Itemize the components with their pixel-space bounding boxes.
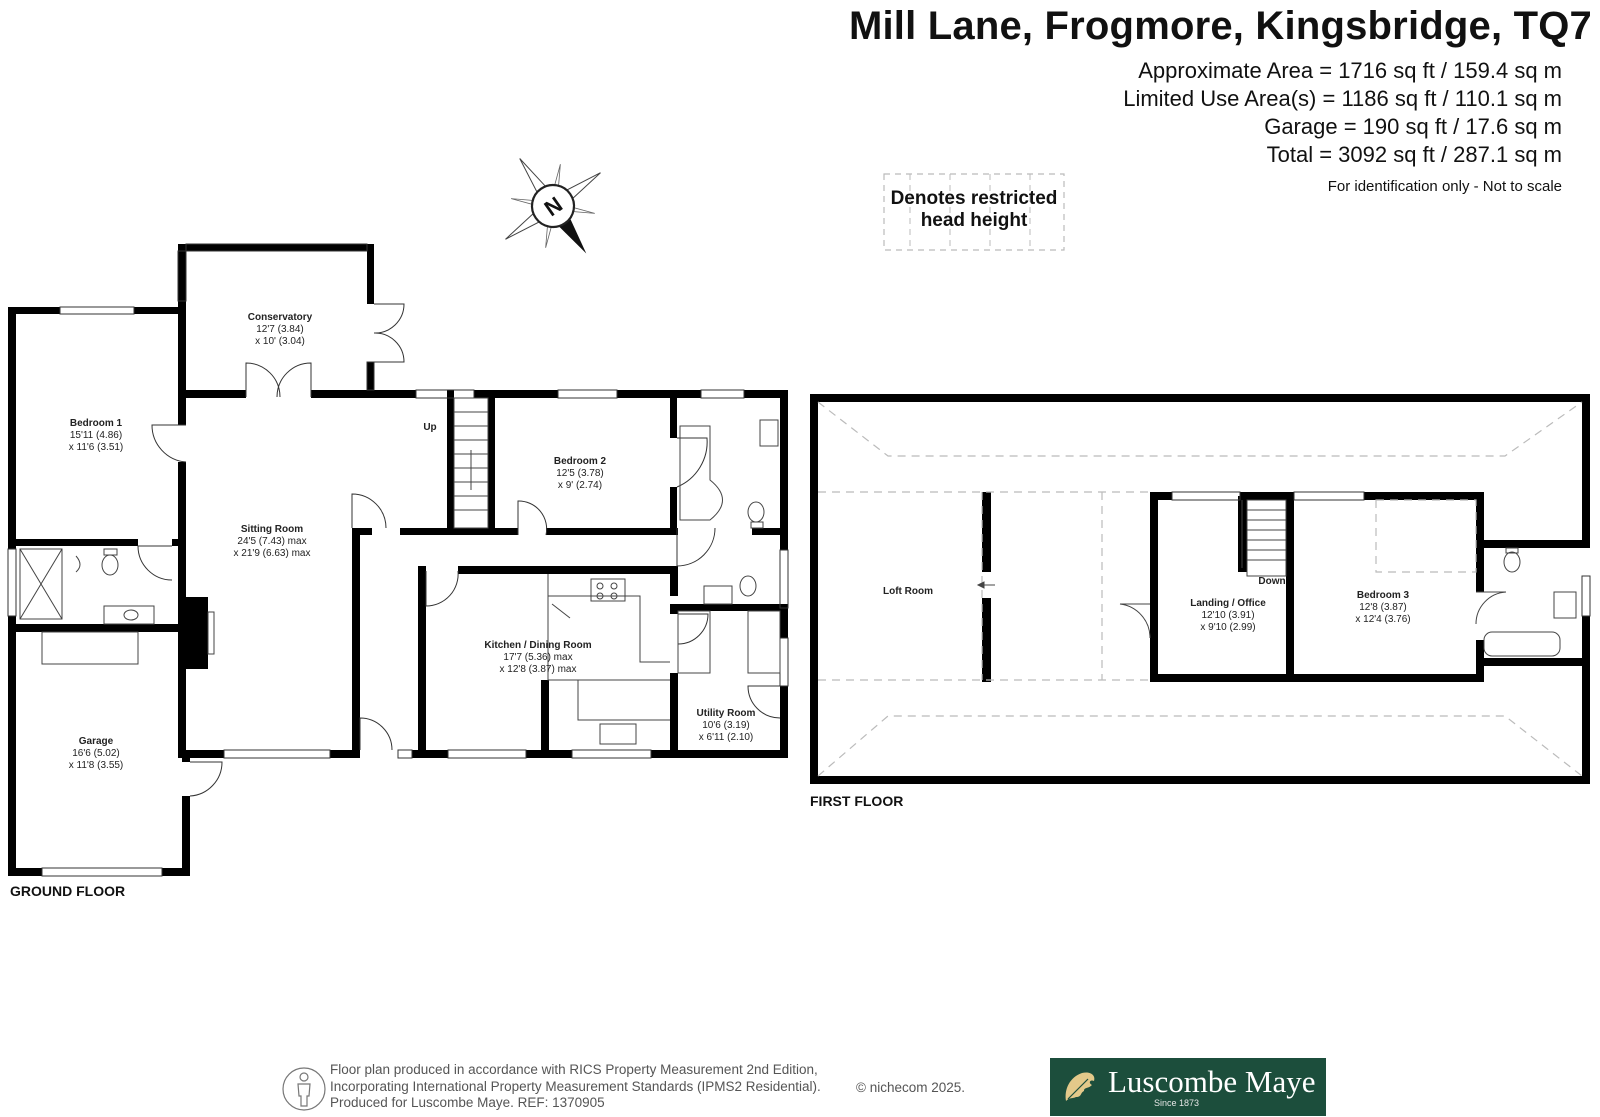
garage-area: Garage = 190 sq ft / 17.6 sq m <box>1264 114 1562 139</box>
first-floor-fixtures <box>976 499 1577 657</box>
legend-line2: head height <box>920 210 1028 231</box>
brand-since: Since 1873 <box>1154 1098 1200 1108</box>
property-address-title: Mill Lane, Frogmore, Kingsbridge, TQ7 <box>848 4 1592 48</box>
landing-office-dim2: x 9'10 (2.99) <box>1200 622 1255 633</box>
brand-name: Luscombe Maye <box>1108 1064 1316 1099</box>
sitting-room-dim2: x 21'9 (6.63) max <box>234 548 311 559</box>
agent-logo: Luscombe Maye Since 1873 <box>1050 1058 1326 1116</box>
bedroom3-dim1: 12'8 (3.87) <box>1359 602 1407 613</box>
legend-line1: Denotes restricted <box>890 188 1058 209</box>
sitting-room-dim1: 24'5 (7.43) max <box>237 536 306 547</box>
landing-office-dim1: 12'10 (3.91) <box>1201 610 1254 621</box>
utility-room-name: Utility Room <box>697 708 756 719</box>
identification-note: For identification only - Not to scale <box>1327 178 1562 195</box>
garage-dim2: x 11'8 (3.55) <box>69 760 124 771</box>
landing-office-name: Landing / Office <box>1190 598 1266 609</box>
footer-line3: Produced for Luscombe Maye. REF: 1370905 <box>330 1095 605 1110</box>
ground-floor-walls <box>8 244 788 876</box>
bedroom2-dim2: x 9' (2.74) <box>558 480 602 491</box>
first-floor-room-labels: Loft Room Landing / Office 12'10 (3.91) … <box>883 576 1411 633</box>
sitting-room-name: Sitting Room <box>241 524 303 535</box>
bedroom2-name: Bedroom 2 <box>554 456 607 467</box>
bedroom2-dim1: 12'5 (3.78) <box>556 468 604 479</box>
first-floor-windows <box>1171 491 1591 617</box>
first-floor-walls <box>810 394 1590 784</box>
bedroom1-dim1: 15'11 (4.86) <box>70 430 122 441</box>
garage-name: Garage <box>79 736 114 747</box>
restricted-height-legend: Denotes restricted head height <box>884 174 1064 250</box>
restricted-height-legend-box <box>883 173 1065 251</box>
restricted-height-lines <box>817 401 1583 777</box>
utility-room-dim2: x 6'11 (2.10) <box>699 732 754 743</box>
ground-floor-room-labels: Conservatory 12'7 (3.84) x 10' (3.04) Be… <box>69 312 756 771</box>
person-scale-icon <box>282 1067 326 1111</box>
footer: Floor plan produced in accordance with R… <box>280 1062 1020 1116</box>
garage-dim1: 16'6 (5.02) <box>72 748 120 759</box>
bedroom1-dim2: x 11'6 (3.51) <box>69 442 124 453</box>
conservatory-dim2: x 10' (3.04) <box>255 336 305 347</box>
ground-floor-windows <box>7 243 789 877</box>
ground-floor-doors <box>137 303 781 797</box>
conservatory-name: Conservatory <box>248 312 313 323</box>
footer-line2: Incorporating International Property Mea… <box>330 1078 821 1094</box>
utility-room-dim1: 10'6 (3.19) <box>702 720 750 731</box>
ground-floor-label: GROUND FLOOR <box>10 883 125 899</box>
ground-floor-fixtures <box>19 397 781 745</box>
footer-line1: Floor plan produced in accordance with R… <box>330 1062 818 1077</box>
kitchen-dim1: 17'7 (5.36) max <box>503 652 572 663</box>
stairs-up-label: Up <box>423 422 436 433</box>
bedroom3-name: Bedroom 3 <box>1357 590 1410 601</box>
footer-copyright: © nichecom 2025. <box>856 1080 966 1095</box>
total-area: Total = 3092 sq ft / 287.1 sq m <box>1266 142 1562 167</box>
kitchen-dim2: x 12'8 (3.87) max <box>500 664 577 675</box>
legend-text: Denotes restricted head height <box>884 188 1064 232</box>
first-floor-label: FIRST FLOOR <box>810 793 903 809</box>
conservatory-dim1: 12'7 (3.84) <box>256 324 304 335</box>
approximate-area: Approximate Area = 1716 sq ft / 159.4 sq… <box>1138 58 1562 83</box>
limited-use-area: Limited Use Area(s) = 1186 sq ft / 110.1… <box>1123 86 1562 111</box>
loft-room-name: Loft Room <box>883 586 933 597</box>
oak-leaf-icon <box>1065 1072 1095 1101</box>
bedroom3-dim2: x 12'4 (3.76) <box>1355 614 1410 625</box>
bedroom1-name: Bedroom 1 <box>70 418 123 429</box>
kitchen-name: Kitchen / Dining Room <box>484 640 591 651</box>
compass-icon <box>505 158 601 254</box>
stairs-down-label: Down <box>1258 576 1285 587</box>
footer-disclaimer: Floor plan produced in accordance with R… <box>330 1062 821 1112</box>
